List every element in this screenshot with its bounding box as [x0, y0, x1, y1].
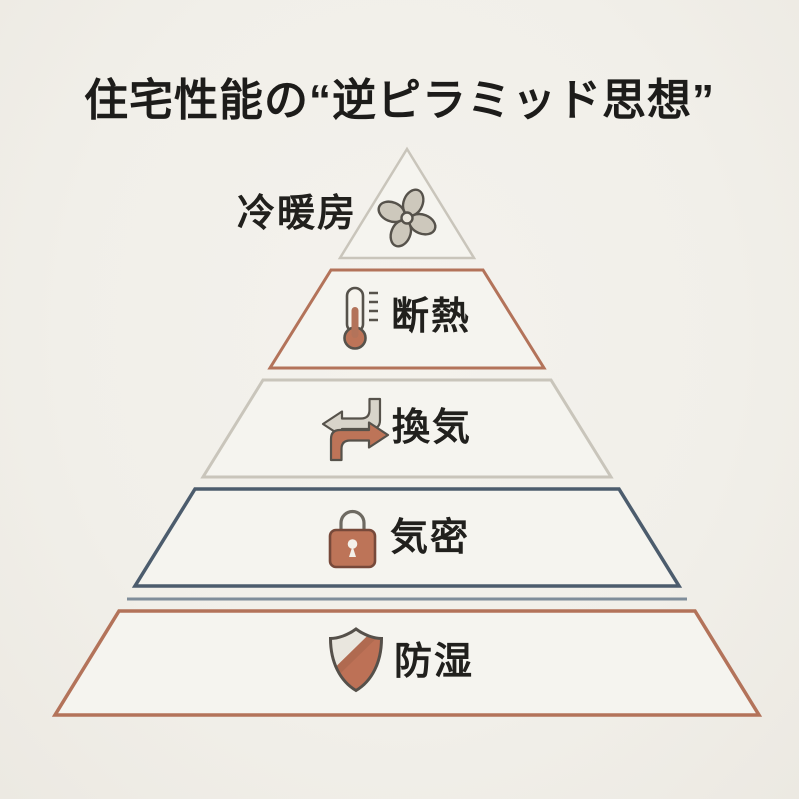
- tier-4-label: 気密: [390, 517, 471, 559]
- tier-2-shape: [267, 268, 547, 370]
- tier-3-label: 換気: [392, 407, 473, 449]
- tier-5-shape: [51, 609, 763, 717]
- tier-4-shape: [131, 487, 683, 588]
- fan-icon: [377, 188, 437, 248]
- tier-5-label: 防湿: [394, 641, 475, 683]
- tier-1-label: 冷暖房: [237, 193, 358, 235]
- lock-icon: [328, 509, 377, 569]
- tier-3-shape: [200, 378, 614, 479]
- ventilation-arrows-icon: [321, 397, 390, 462]
- page-title: 住宅性能の“逆ピラミッド思想”: [84, 76, 715, 125]
- tier-2-label: 断熱: [391, 296, 472, 338]
- thermometer-icon: [343, 286, 378, 350]
